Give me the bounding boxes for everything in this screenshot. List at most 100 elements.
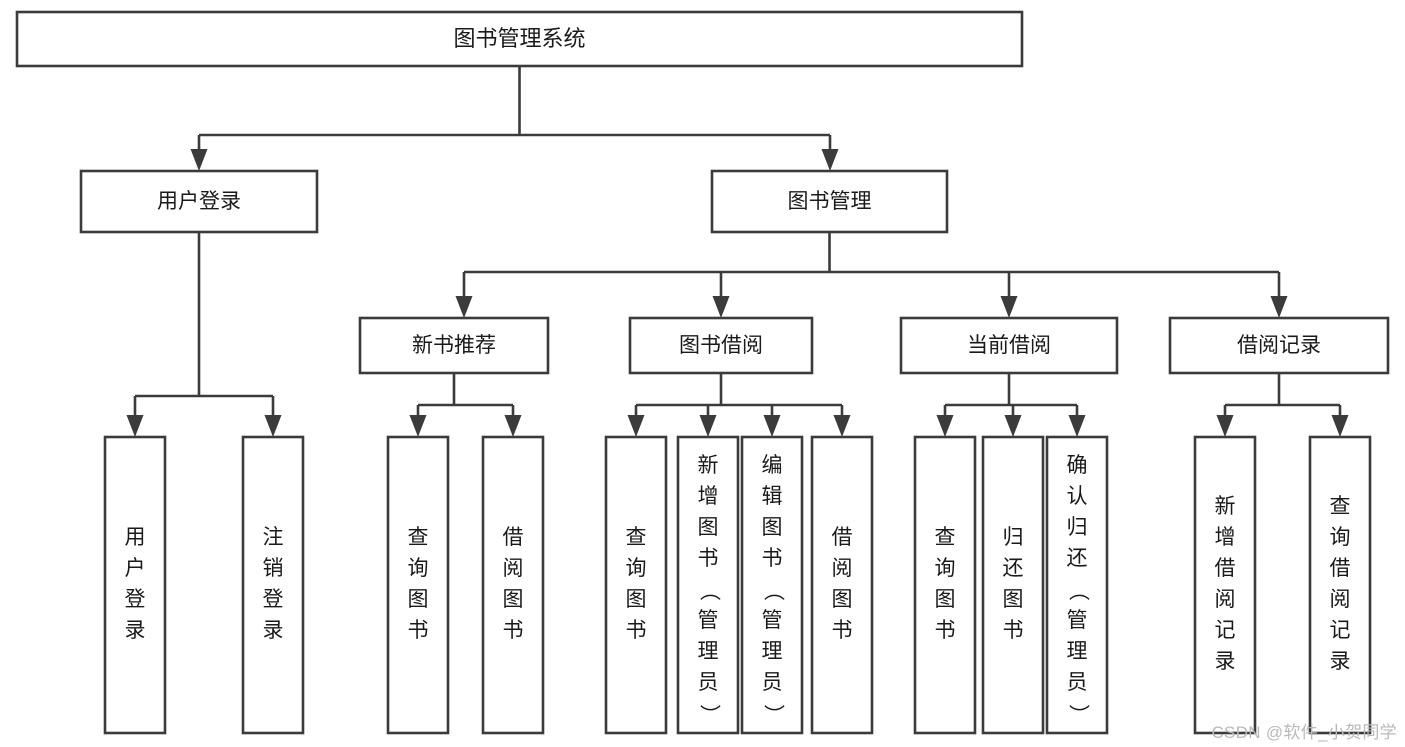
- node-root[interactable]: 图书管理系统: [15, 10, 1024, 68]
- node-label-char: （: [697, 580, 720, 601]
- node-label-char: 用: [125, 526, 146, 549]
- arrow-head-icon: [699, 415, 717, 437]
- node-box[interactable]: [981, 435, 1045, 735]
- arrow-head-icon: [264, 415, 282, 437]
- node-box[interactable]: [676, 435, 740, 735]
- node-label-char: 还: [1003, 557, 1024, 580]
- node-book-borrow[interactable]: 图书借阅: [628, 316, 814, 375]
- node-book-manage[interactable]: 图书管理: [710, 169, 949, 234]
- node-label-char: 询: [935, 557, 956, 580]
- nodes-layer: 图书管理系统用户登录图书管理新书推荐图书借阅当前借阅借阅记录用户登录注销登录查询…: [15, 10, 1390, 735]
- node-label-char: 借: [503, 526, 524, 549]
- node-label-char: 录: [1215, 650, 1236, 673]
- arrow-head-icon: [126, 415, 144, 437]
- node-label-char: 书: [503, 619, 524, 642]
- node-label-char: 认: [1067, 485, 1088, 508]
- node-label-char: 查: [626, 526, 647, 549]
- arrow-head-icon: [1004, 415, 1022, 437]
- node-box[interactable]: [628, 316, 814, 375]
- node-box[interactable]: [79, 169, 319, 234]
- node-box[interactable]: [358, 316, 550, 375]
- node-label-char: 图: [1003, 588, 1024, 611]
- arrow-head-icon: [504, 415, 522, 437]
- node-label-char: 管: [698, 609, 719, 632]
- node-label-char: 归: [1067, 516, 1088, 539]
- arrow-head-icon: [821, 149, 839, 171]
- node-current-borrow[interactable]: 当前借阅: [899, 316, 1119, 375]
- node-label-char: 阅: [832, 557, 853, 580]
- node-label-char: 书: [832, 619, 853, 642]
- node-user-login[interactable]: 用户登录: [79, 169, 319, 234]
- node-label-char: 书: [698, 547, 719, 570]
- node-label-char: 销: [263, 557, 284, 580]
- node-label-char: 图: [832, 588, 853, 611]
- connector-group-newbook-to-leaves: [409, 373, 522, 437]
- arrow-head-icon: [627, 415, 645, 437]
- node-box[interactable]: [913, 435, 977, 735]
- node-label-char: 阅: [503, 557, 524, 580]
- node-label-char: 登: [263, 588, 284, 611]
- connector-group-root-to-level2: [190, 66, 839, 171]
- node-label-char: 询: [1330, 526, 1351, 549]
- node-label: 图书管理系统: [453, 26, 585, 51]
- node-label-char: 员: [698, 671, 719, 694]
- node-label-char: 书: [626, 619, 647, 642]
- node-label-char: 员: [1067, 671, 1088, 694]
- node-label-char: （: [761, 580, 784, 601]
- node-label-char: 图: [408, 588, 429, 611]
- arrow-head-icon: [1068, 415, 1086, 437]
- node-box[interactable]: [386, 435, 450, 735]
- node-label-char: 书: [1003, 619, 1024, 642]
- node-label-char: 理: [1067, 640, 1088, 663]
- node-box[interactable]: [1045, 435, 1109, 735]
- connector-group-record-to-leaves: [1216, 373, 1349, 437]
- node-box[interactable]: [740, 435, 804, 735]
- arrow-head-icon: [455, 296, 473, 318]
- node-box[interactable]: [810, 435, 874, 735]
- arrow-head-icon: [1216, 415, 1234, 437]
- node-label-char: 阅: [1330, 588, 1351, 611]
- node-label: 图书借阅: [679, 334, 763, 357]
- node-label: 图书管理: [788, 190, 872, 213]
- arrow-head-icon: [1000, 296, 1018, 318]
- node-box[interactable]: [1193, 435, 1257, 735]
- node-box[interactable]: [15, 10, 1024, 68]
- node-label-char: 图: [503, 588, 524, 611]
- node-label-char: 录: [263, 619, 284, 642]
- node-label: 当前借阅: [967, 334, 1051, 357]
- node-box[interactable]: [103, 435, 167, 735]
- node-box[interactable]: [899, 316, 1119, 375]
- node-label-char: （: [1066, 580, 1089, 601]
- node-label-char: 还: [1067, 547, 1088, 570]
- node-label-char: 查: [1330, 495, 1351, 518]
- node-new-book-rec[interactable]: 新书推荐: [358, 316, 550, 375]
- node-box[interactable]: [604, 435, 668, 735]
- node-box[interactable]: [241, 435, 305, 735]
- node-box[interactable]: [1308, 435, 1372, 735]
- connector-group-userlogin-to-leaves: [126, 232, 282, 437]
- node-box[interactable]: [710, 169, 949, 234]
- node-label-char: 图: [935, 588, 956, 611]
- node-label-char: 新: [698, 454, 719, 477]
- node-label-char: 户: [125, 557, 146, 580]
- node-label-char: 借: [1330, 557, 1351, 580]
- node-borrow-record[interactable]: 借阅记录: [1168, 316, 1390, 375]
- arrow-head-icon: [409, 415, 427, 437]
- node-leaf-user-login[interactable]: 用户登录: [103, 435, 167, 735]
- node-label: 用户登录: [157, 190, 241, 213]
- node-box[interactable]: [481, 435, 545, 735]
- connector-group-bookmanage-to-level3: [455, 232, 1288, 318]
- node-box[interactable]: [1168, 316, 1390, 375]
